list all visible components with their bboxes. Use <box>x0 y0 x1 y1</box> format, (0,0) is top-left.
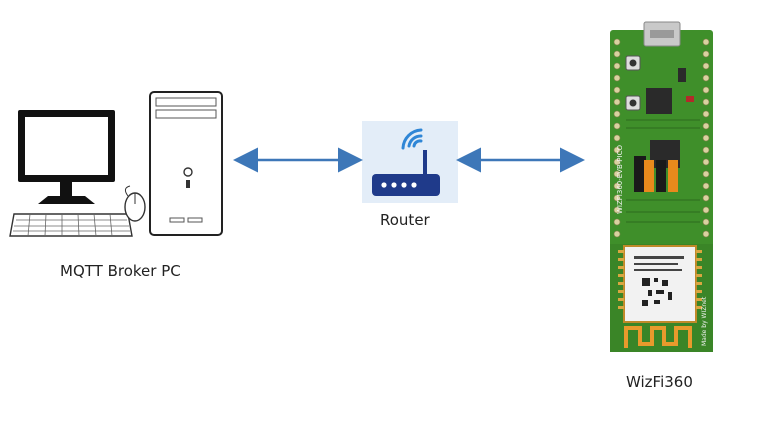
wizfi360-label: WizFi360 <box>626 373 693 391</box>
board-silkscreen-name: WIZFI360-EVB-PICO <box>616 145 624 214</box>
desktop-computer-icon <box>9 91 223 237</box>
wizfi360-board-icon: WIZFI360-EVB-PICO <box>610 21 713 352</box>
wifi-router-icon <box>362 121 458 203</box>
board-silkscreen-maker: Made by WIZnet <box>701 296 708 346</box>
router-label: Router <box>380 211 430 229</box>
pc-label: MQTT Broker PC <box>60 262 181 280</box>
